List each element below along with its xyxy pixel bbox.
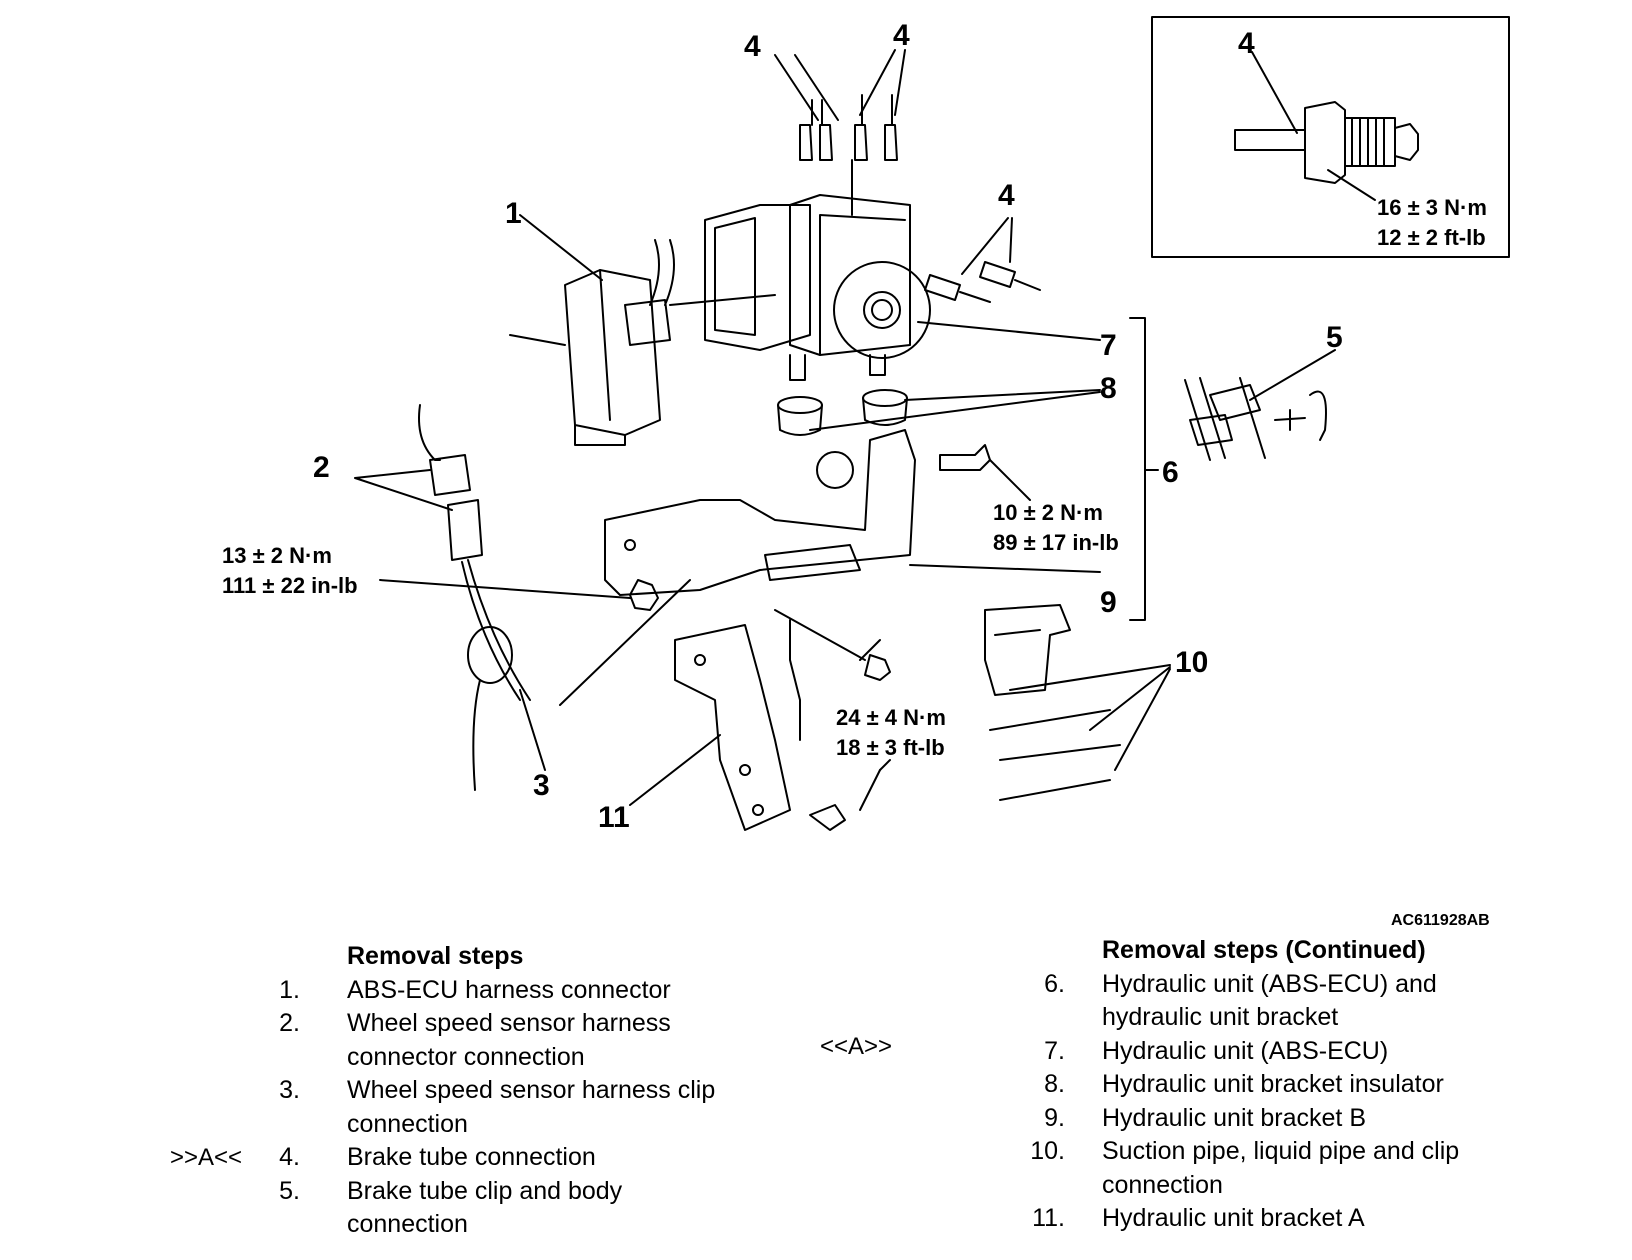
removal-steps-right: Removal steps (Continued) 6. Hydraulic un…	[1030, 934, 1600, 1236]
callout-8: 8	[1100, 372, 1117, 405]
left-step-3: 3. Wheel speed sensor harness clip connect…	[180, 1074, 780, 1141]
torque-bolt11-ftlb: 18 ± 3 ft-lb	[836, 735, 945, 760]
torque-nut9-inlb: 111 ± 22 in-lb	[222, 573, 358, 598]
step-number: 11.	[1032, 1204, 1065, 1232]
group-bracket-6-9	[917, 317, 1159, 621]
step-text-line: Hydraulic unit (ABS-ECU)	[1102, 1036, 1389, 1065]
removal-steps-left-rows: 1. ABS-ECU harness connector 2. Wheel speed…	[170, 974, 780, 1242]
callout-4-top-right: 4	[893, 19, 910, 52]
step-text-line: Hydraulic unit bracket insulator	[1102, 1070, 1444, 1098]
step-text-line: Wheel speed sensor harness	[347, 1009, 671, 1037]
callout-10: 10	[1175, 646, 1208, 679]
step-procedure-marker: >>A<<	[170, 1144, 243, 1171]
torque-inset-ftlb: 12 ± 2 ft-lb	[1377, 225, 1486, 250]
step-text-line: Suction pipe, liquid pipe and clip	[1102, 1137, 1460, 1165]
torque-bolt6-inlb: 89 ± 17 in-lb	[993, 530, 1119, 555]
left-step-4: 4. >>A<< Brake tube connection	[170, 1141, 780, 1175]
removal-steps-heading: Removal steps	[347, 942, 524, 970]
right-step-3: 8. Hydraulic unit bracket insulator	[1040, 1068, 1600, 1102]
callout-11: 11	[598, 801, 630, 834]
step-text-line: Brake tube clip and body	[347, 1176, 623, 1205]
wheel-speed-sensor-harness	[354, 404, 691, 791]
step-text-line: Hydraulic unit (ABS-ECU) and	[1102, 969, 1437, 998]
hydraulic-unit-drawing	[704, 194, 931, 381]
step-text-line: Brake tube connection	[347, 1143, 596, 1171]
hydraulic-unit-bracket-b	[604, 429, 1101, 596]
callout-2: 2	[313, 451, 330, 484]
torque-nut9-nm: 13 ± 2 N·m	[222, 543, 332, 568]
callout-6: 6	[1162, 456, 1179, 489]
step-number: 1.	[279, 975, 300, 1004]
bracket-nut	[379, 579, 659, 611]
torque-bolt11-nm: 24 ± 4 N·m	[836, 705, 946, 730]
right-step-6: 11. Hydraulic unit bracket A	[1032, 1202, 1600, 1236]
figure-code: AC611928AB	[1391, 912, 1490, 929]
step-text-line: Hydraulic unit bracket B	[1102, 1103, 1367, 1132]
step-text-line: connection	[1102, 1170, 1223, 1199]
step-number: 3.	[279, 1076, 300, 1104]
removal-steps-left: Removal steps 1. ABS-ECU harness connecto…	[170, 940, 780, 1242]
leader-24nm	[879, 759, 891, 771]
right-step-1: 6. Hydraulic unit (ABS-ECU) and hydraulic …	[1040, 968, 1600, 1035]
removal-steps-continued-heading: Removal steps (Continued)	[1102, 936, 1426, 964]
right-step-4: 9. Hydraulic unit bracket B	[1040, 1102, 1600, 1136]
callout-4-top-left: 4	[744, 30, 761, 63]
step-number: 4.	[279, 1143, 300, 1171]
torque-inset-nm: 16 ± 3 N·m	[1377, 195, 1487, 220]
right-step-5: 10. Suction pipe, liquid pipe and clip con…	[1030, 1135, 1600, 1202]
callout-1: 1	[505, 197, 522, 230]
step-number: 9.	[1044, 1103, 1065, 1132]
right-step-2: 7. Hydraulic unit (ABS-ECU)	[1040, 1035, 1600, 1069]
callout-7: 7	[1100, 329, 1117, 362]
middle-marker: <<A>>	[820, 1033, 893, 1060]
step-number: 7.	[1044, 1036, 1065, 1065]
step-number: 10.	[1030, 1137, 1065, 1165]
step-text-line: connection	[347, 1109, 468, 1138]
brake-tube-flare-nuts-top	[774, 49, 906, 216]
step-text-line: ABS-ECU harness connector	[347, 975, 671, 1004]
callout-4-inset: 4	[1238, 27, 1255, 60]
step-text-line: Hydraulic unit bracket A	[1102, 1204, 1365, 1232]
step-number: 5.	[279, 1176, 300, 1205]
step-text-line: connection	[347, 1210, 468, 1238]
step-number: 6.	[1044, 969, 1065, 998]
callout-9: 9	[1100, 586, 1117, 619]
abs-ecu-drawing	[509, 214, 776, 446]
inset-brake-fitting	[1234, 51, 1419, 201]
step-text-line: connector connection	[347, 1042, 585, 1071]
step-number: 2.	[279, 1009, 300, 1037]
left-step-2: 2. Wheel speed sensor harness connector co…	[180, 1007, 780, 1074]
step-text-line: Wheel speed sensor harness clip	[347, 1076, 716, 1104]
bracket-insulators	[777, 389, 1101, 436]
left-step-1: 1. ABS-ECU harness connector	[180, 974, 780, 1008]
callout-3: 3	[533, 769, 550, 802]
left-step-5: 5. Brake tube clip and body connection	[180, 1175, 780, 1242]
hydraulic-unit-bracket-a	[629, 609, 891, 831]
callout-4-right: 4	[998, 179, 1015, 212]
bracket-bolt-and-insulator	[816, 444, 1031, 501]
step-number: 8.	[1044, 1070, 1065, 1098]
callout-5: 5	[1326, 321, 1343, 354]
pipe-clip	[984, 604, 1171, 801]
inset-frame	[1151, 16, 1510, 258]
brake-tube-flare-nuts-right	[924, 217, 1041, 303]
torque-bolt6-nm: 10 ± 2 N·m	[993, 500, 1103, 525]
removal-steps-right-rows: 6. Hydraulic unit (ABS-ECU) and hydraulic …	[1030, 968, 1600, 1236]
brake-tube-clip-body	[1184, 349, 1336, 461]
step-text-line: hydraulic unit bracket	[1102, 1003, 1339, 1031]
